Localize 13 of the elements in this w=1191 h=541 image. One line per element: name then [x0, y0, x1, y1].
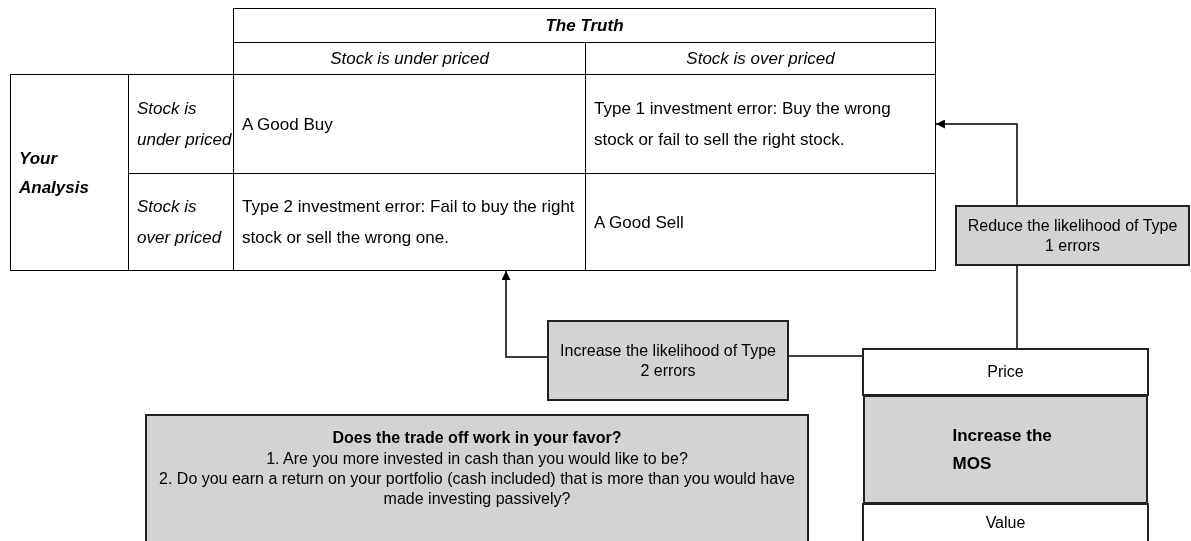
margin-box: Increase the MOS [863, 395, 1148, 504]
value-bar: Price [862, 348, 1149, 396]
arrow [501, 270, 548, 358]
question-box: Does the trade off work in your favor? 1. Are you more invested in cash than you would like to be? 2. Do you earn a return on your portfolio (cash included) that is more than you would have made investing passively? [145, 414, 809, 541]
effect-box: Increase the likelihood of Type 2 errors [547, 320, 789, 401]
row-group-header-cell: Your Analysis [10, 74, 129, 271]
table-header-cell: The Truth [233, 8, 936, 43]
arrow [935, 119, 1018, 206]
table-cell: A Good Sell [585, 173, 936, 271]
value-bar: Value [862, 503, 1149, 541]
effect-box: Reduce the likelihood of Type 1 errors [955, 205, 1190, 266]
connector-line [788, 355, 863, 357]
connector-line [1016, 265, 1018, 349]
